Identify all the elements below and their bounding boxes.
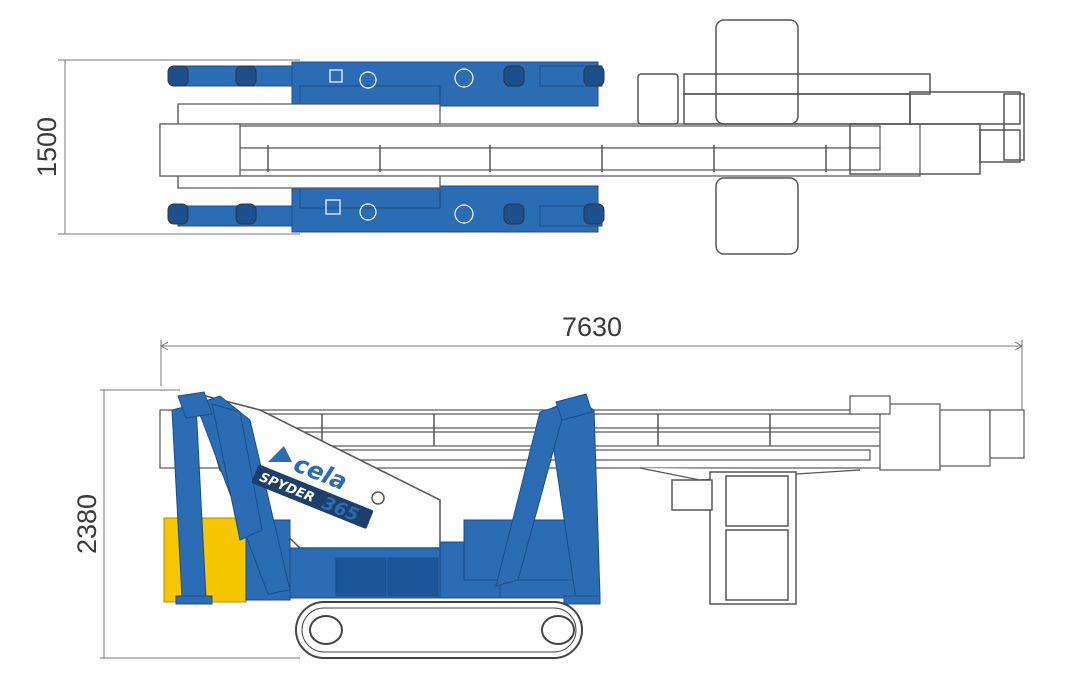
basket-top-view <box>637 19 1025 255</box>
top-view: 1500 <box>32 19 1025 255</box>
chassis-side-view <box>245 519 591 601</box>
length-dimension <box>159 340 1024 416</box>
outrigger-pads-top <box>167 65 605 225</box>
side-view: 7630 2380 <box>72 312 1025 659</box>
boom-top-view <box>159 103 921 189</box>
width-dimension <box>58 59 300 235</box>
height-dimension <box>100 389 300 659</box>
outrigger-feet <box>175 595 601 605</box>
logo-circle <box>371 491 385 505</box>
boom-head <box>849 395 1025 471</box>
crawler-track <box>295 601 583 659</box>
dimension-label-2380: 2380 <box>72 494 102 554</box>
dimension-label-7630: 7630 <box>562 312 622 342</box>
brand-logo: cela SPYDER 365 <box>251 446 385 529</box>
dimension-label-1500: 1500 <box>32 117 62 177</box>
basket-side-view <box>671 471 797 605</box>
cela-logo-icon <box>268 446 292 462</box>
outrigger-arms-left <box>171 391 291 599</box>
outrigger-arms-right <box>495 393 601 601</box>
chassis-detail-lines <box>325 68 474 224</box>
boom-ribs-top <box>267 145 827 172</box>
